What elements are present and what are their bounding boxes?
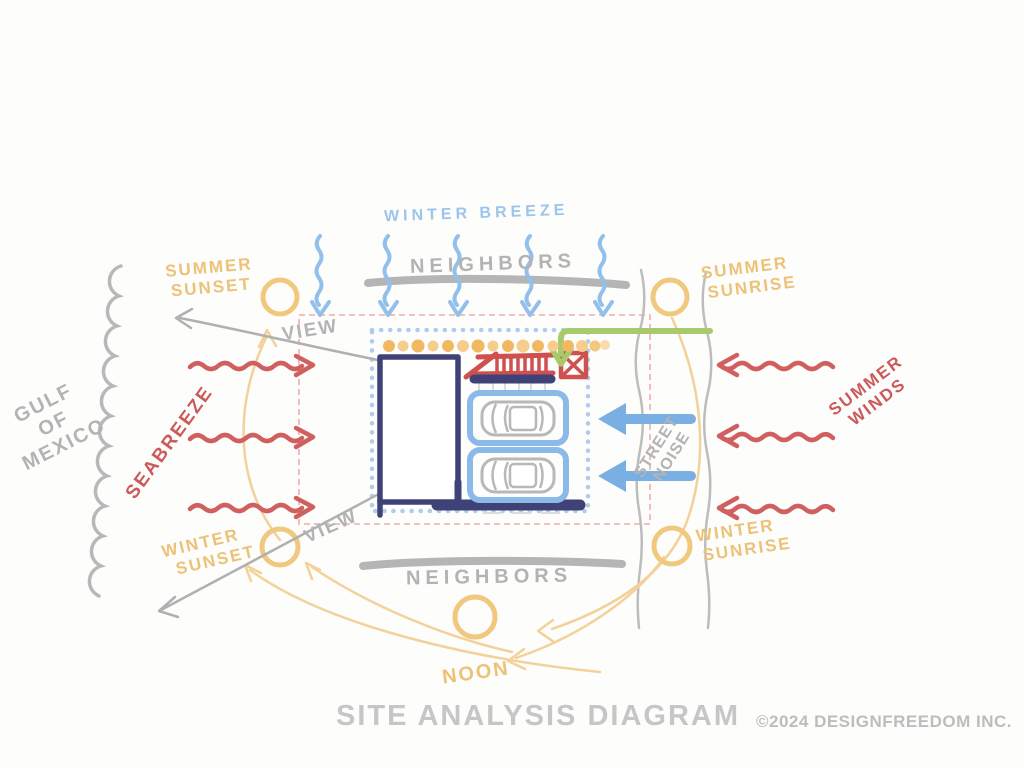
- summer-winds-arrow-icons: [716, 352, 836, 521]
- summer-sunset-sun-icon: [260, 277, 300, 317]
- car-icon: [480, 400, 556, 437]
- winter-sunrise-sun-icon: [651, 525, 693, 567]
- winter-sunset-sun-icon: [259, 526, 301, 568]
- stairs-icon: [463, 351, 556, 380]
- car-icon: [480, 457, 556, 494]
- summer-sunrise-sun-icon: [650, 277, 690, 317]
- seabreeze-arrow-icons: [187, 353, 316, 520]
- building-outline: [377, 354, 462, 518]
- sun-icons: [259, 277, 693, 640]
- property-dotted-line: [369, 327, 591, 514]
- coastline: [87, 264, 125, 598]
- copyright-text: ©2024 DESIGNFREEDOM INC.: [756, 712, 1012, 731]
- winter-breeze-arrow-icons: [310, 234, 614, 317]
- neighbors-bottom-label: NEIGHBORS: [405, 564, 573, 590]
- summer-sunset-label: SUMMER SUNSET: [164, 254, 254, 300]
- entry-path-arrow-icon: [549, 328, 713, 367]
- sun-path-arcs: [242, 316, 702, 674]
- parking-space: [467, 390, 569, 503]
- neighbors-line-top: [364, 274, 630, 289]
- diagram-title: SITE ANALYSIS DIAGRAM: [336, 700, 741, 732]
- view-leader-lines: [157, 307, 407, 619]
- driveway-entry-arrow-icons: [598, 403, 696, 492]
- neighbors-line-bottom: [359, 556, 626, 570]
- landscaping-dots: [383, 339, 610, 353]
- noon-sun-icon: [452, 594, 498, 640]
